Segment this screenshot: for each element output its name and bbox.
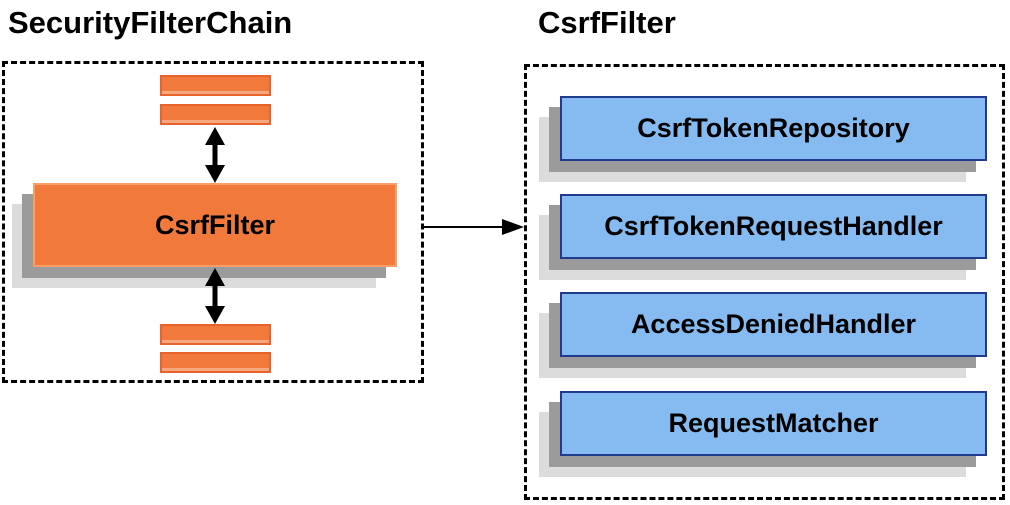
security-filter-chain-panel bbox=[2, 61, 424, 383]
component-box: CsrfTokenRepository bbox=[560, 96, 987, 161]
component-label: RequestMatcher bbox=[668, 408, 879, 438]
filter-bar bbox=[160, 352, 271, 373]
csrf-filter-components-panel bbox=[524, 64, 1005, 500]
vertical-double-arrow-icon bbox=[205, 127, 225, 183]
filter-bar bbox=[160, 75, 271, 96]
csrf-filter-box-label: CsrfFilter bbox=[154, 209, 276, 240]
filter-bar bbox=[160, 324, 271, 345]
component-label: AccessDeniedHandler bbox=[630, 309, 917, 339]
csrf-filter-box: CsrfFilter bbox=[33, 183, 397, 267]
component-box: AccessDeniedHandler bbox=[560, 292, 987, 357]
right-panel-title: CsrfFilter bbox=[538, 5, 676, 40]
component-label: CsrfTokenRequestHandler bbox=[604, 211, 943, 241]
component-label: CsrfTokenRepository bbox=[637, 113, 910, 143]
arrow-right-icon bbox=[424, 219, 524, 235]
left-panel-title: SecurityFilterChain bbox=[8, 5, 293, 40]
filter-bar bbox=[160, 104, 271, 125]
vertical-double-arrow-icon bbox=[205, 268, 225, 324]
component-box: CsrfTokenRequestHandler bbox=[560, 194, 987, 259]
component-box: RequestMatcher bbox=[560, 391, 987, 456]
